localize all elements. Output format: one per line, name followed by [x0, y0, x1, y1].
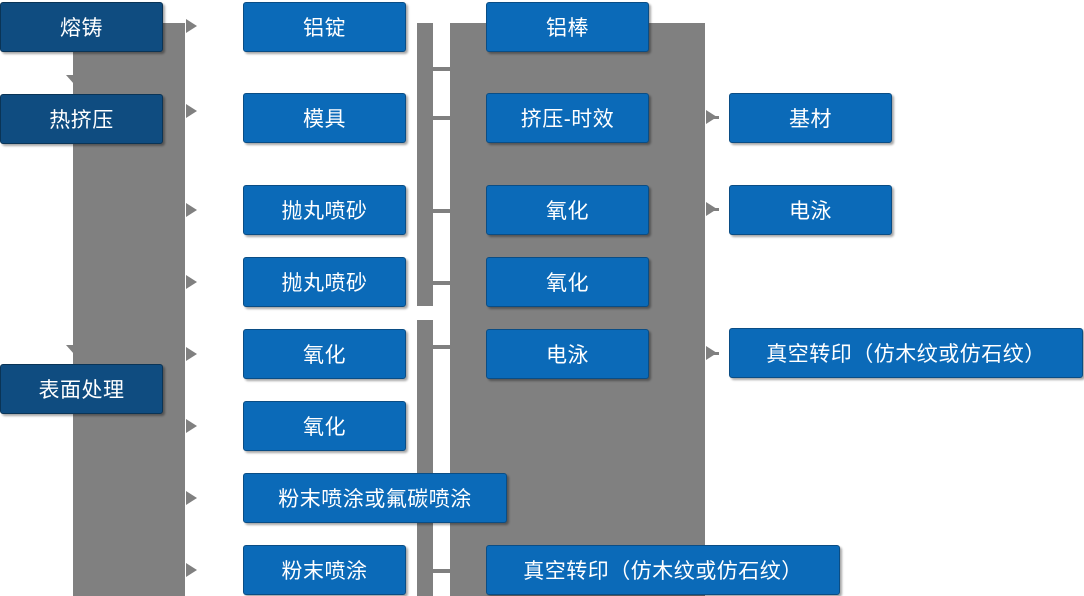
- output-label-substrate: 基材: [789, 108, 832, 131]
- process-box-aluminum-ingot[interactable]: 铝锭: [243, 2, 406, 52]
- arrow-melt-to-extrusion: [66, 75, 82, 84]
- slit-3: [433, 290, 450, 346]
- process-label-powder-coating: 粉末喷涂: [281, 560, 368, 583]
- process-label-aluminum-ingot: 铝锭: [303, 17, 346, 40]
- slit-5: [433, 574, 450, 596]
- arrow-to-col2-7: [186, 491, 197, 505]
- process-label-shot-blasting-2: 抛丸喷砂: [281, 272, 368, 295]
- arrow-to-col2-2: [186, 104, 197, 118]
- connector-stub-row-2: [431, 116, 452, 120]
- output-label-electrophoresis: 电泳: [789, 200, 832, 223]
- connector-stub-row-5: [431, 345, 452, 349]
- process-box-shot-blasting-1[interactable]: 抛丸喷砂: [243, 185, 406, 235]
- process-box-oxidation-2[interactable]: 氧化: [243, 401, 406, 451]
- arrow-to-col2-8: [186, 563, 197, 577]
- connector-stub-row-6: [431, 569, 452, 573]
- stage-box-melt-cast[interactable]: 熔铸: [0, 2, 163, 52]
- stage-label-surface-treatment: 表面处理: [38, 379, 125, 402]
- connector-stub-row-4: [431, 281, 452, 285]
- arrow-to-col2-5: [186, 347, 197, 361]
- output-box-vacuum-transfer[interactable]: 真空转印（仿木纹或仿石纹）: [729, 328, 1083, 378]
- process-label-oxidation-2: 氧化: [303, 416, 346, 439]
- process-box-oxidation-4[interactable]: 氧化: [486, 257, 649, 307]
- connector-stub-row-1: [431, 67, 452, 71]
- process-label-vacuum-transfer-bottom: 真空转印（仿木纹或仿石纹）: [523, 560, 803, 583]
- arrow-to-col2-3: [186, 203, 197, 217]
- process-label-extrusion-aging: 挤压-时效: [520, 108, 615, 131]
- process-box-mold[interactable]: 模具: [243, 93, 406, 143]
- output-label-vacuum-transfer: 真空转印（仿木纹或仿石纹）: [766, 343, 1046, 366]
- process-label-oxidation-4: 氧化: [546, 272, 589, 295]
- process-box-shot-blasting-2[interactable]: 抛丸喷砂: [243, 257, 406, 307]
- slit-midgap-2: [410, 306, 436, 320]
- arrow-to-col2-1: [186, 19, 197, 33]
- stage-label-hot-extrusion: 热挤压: [49, 109, 114, 132]
- arrow-to-electrophoresis: [706, 202, 717, 216]
- process-box-powder-or-fluorocarbon[interactable]: 粉末喷涂或氟碳喷涂: [243, 473, 507, 523]
- process-box-electrophoresis-mid[interactable]: 电泳: [486, 329, 649, 379]
- process-box-powder-coating[interactable]: 粉末喷涂: [243, 545, 406, 595]
- process-label-shot-blasting-1: 抛丸喷砂: [281, 200, 368, 223]
- output-box-electrophoresis[interactable]: 电泳: [729, 185, 892, 235]
- process-label-powder-or-fluorocarbon: 粉末喷涂或氟碳喷涂: [278, 488, 472, 511]
- process-label-aluminum-bar: 铝棒: [546, 17, 589, 40]
- process-box-aluminum-bar[interactable]: 铝棒: [486, 2, 649, 52]
- arrow-to-surface-treatment: [66, 345, 82, 354]
- slit-1: [433, 23, 450, 69]
- arrow-to-col2-4: [186, 275, 197, 289]
- process-box-extrusion-aging[interactable]: 挤压-时效: [486, 93, 649, 143]
- arrow-to-vacuum-transfer: [706, 346, 717, 360]
- process-label-oxidation-3: 氧化: [546, 200, 589, 223]
- connector-stub-row-3: [431, 209, 452, 213]
- arrow-to-col2-6: [186, 419, 197, 433]
- stage-box-surface-treatment[interactable]: 表面处理: [0, 364, 163, 414]
- arrow-to-substrate: [706, 110, 717, 124]
- process-label-electrophoresis-mid: 电泳: [546, 344, 589, 367]
- process-box-oxidation-1[interactable]: 氧化: [243, 329, 406, 379]
- process-box-oxidation-3[interactable]: 氧化: [486, 185, 649, 235]
- process-label-mold: 模具: [303, 108, 346, 131]
- slit-2: [433, 73, 450, 286]
- output-box-substrate[interactable]: 基材: [729, 93, 892, 143]
- stage-box-hot-extrusion[interactable]: 热挤压: [0, 94, 163, 144]
- slit-4: [433, 350, 450, 560]
- process-label-oxidation-1: 氧化: [303, 344, 346, 367]
- stage-label-melt-cast: 熔铸: [60, 17, 103, 40]
- process-box-vacuum-transfer-bottom[interactable]: 真空转印（仿木纹或仿石纹）: [486, 545, 840, 595]
